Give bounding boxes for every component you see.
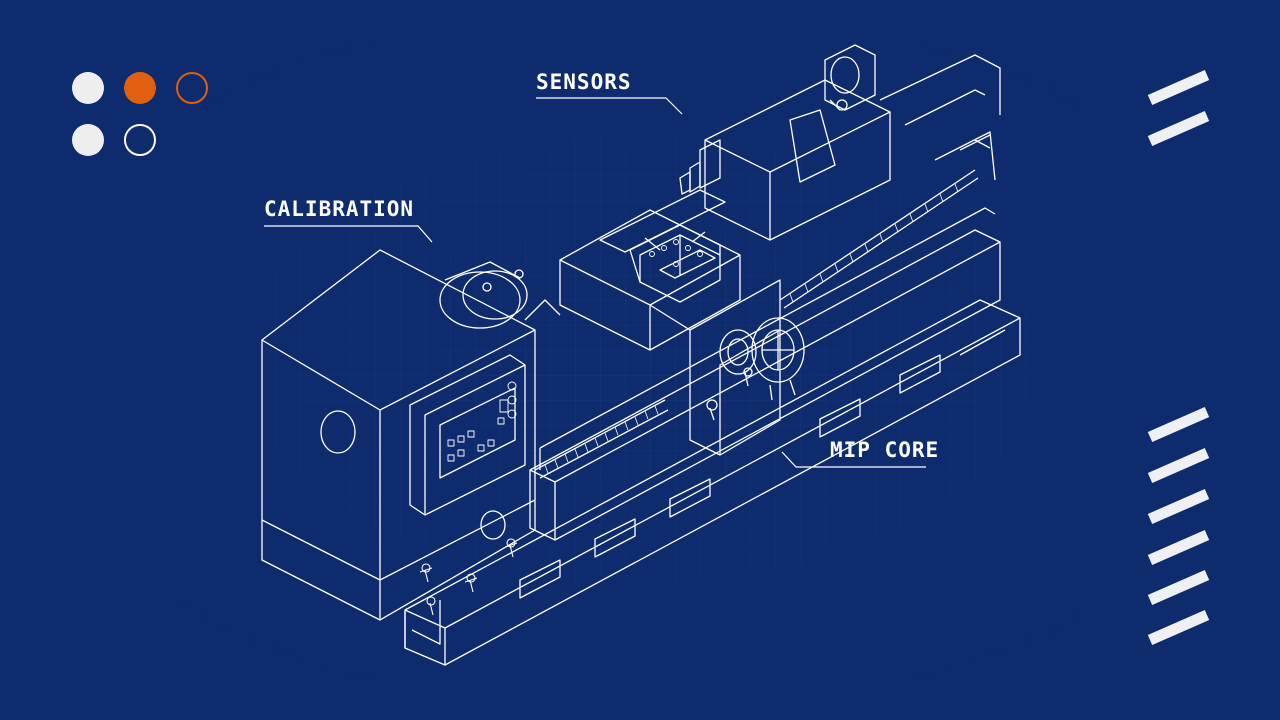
callout-leaders xyxy=(264,97,926,468)
white-dot xyxy=(72,72,104,104)
orange-ring xyxy=(176,72,208,104)
diagonal-stripes-icon xyxy=(1147,69,1210,646)
calibration-label: CALIBRATION xyxy=(264,197,415,221)
mip-core-label: MIP CORE xyxy=(830,438,940,462)
calibration-leader xyxy=(264,225,433,243)
lathe-machine-icon xyxy=(261,44,1021,666)
white-dot-2 xyxy=(72,124,104,156)
blueprint-grid xyxy=(180,40,1080,680)
white-ring xyxy=(124,124,156,156)
orange-dot xyxy=(124,72,156,104)
sensors-label: SENSORS xyxy=(536,70,632,94)
sensors-leader xyxy=(536,97,683,115)
core-leader xyxy=(781,451,926,468)
